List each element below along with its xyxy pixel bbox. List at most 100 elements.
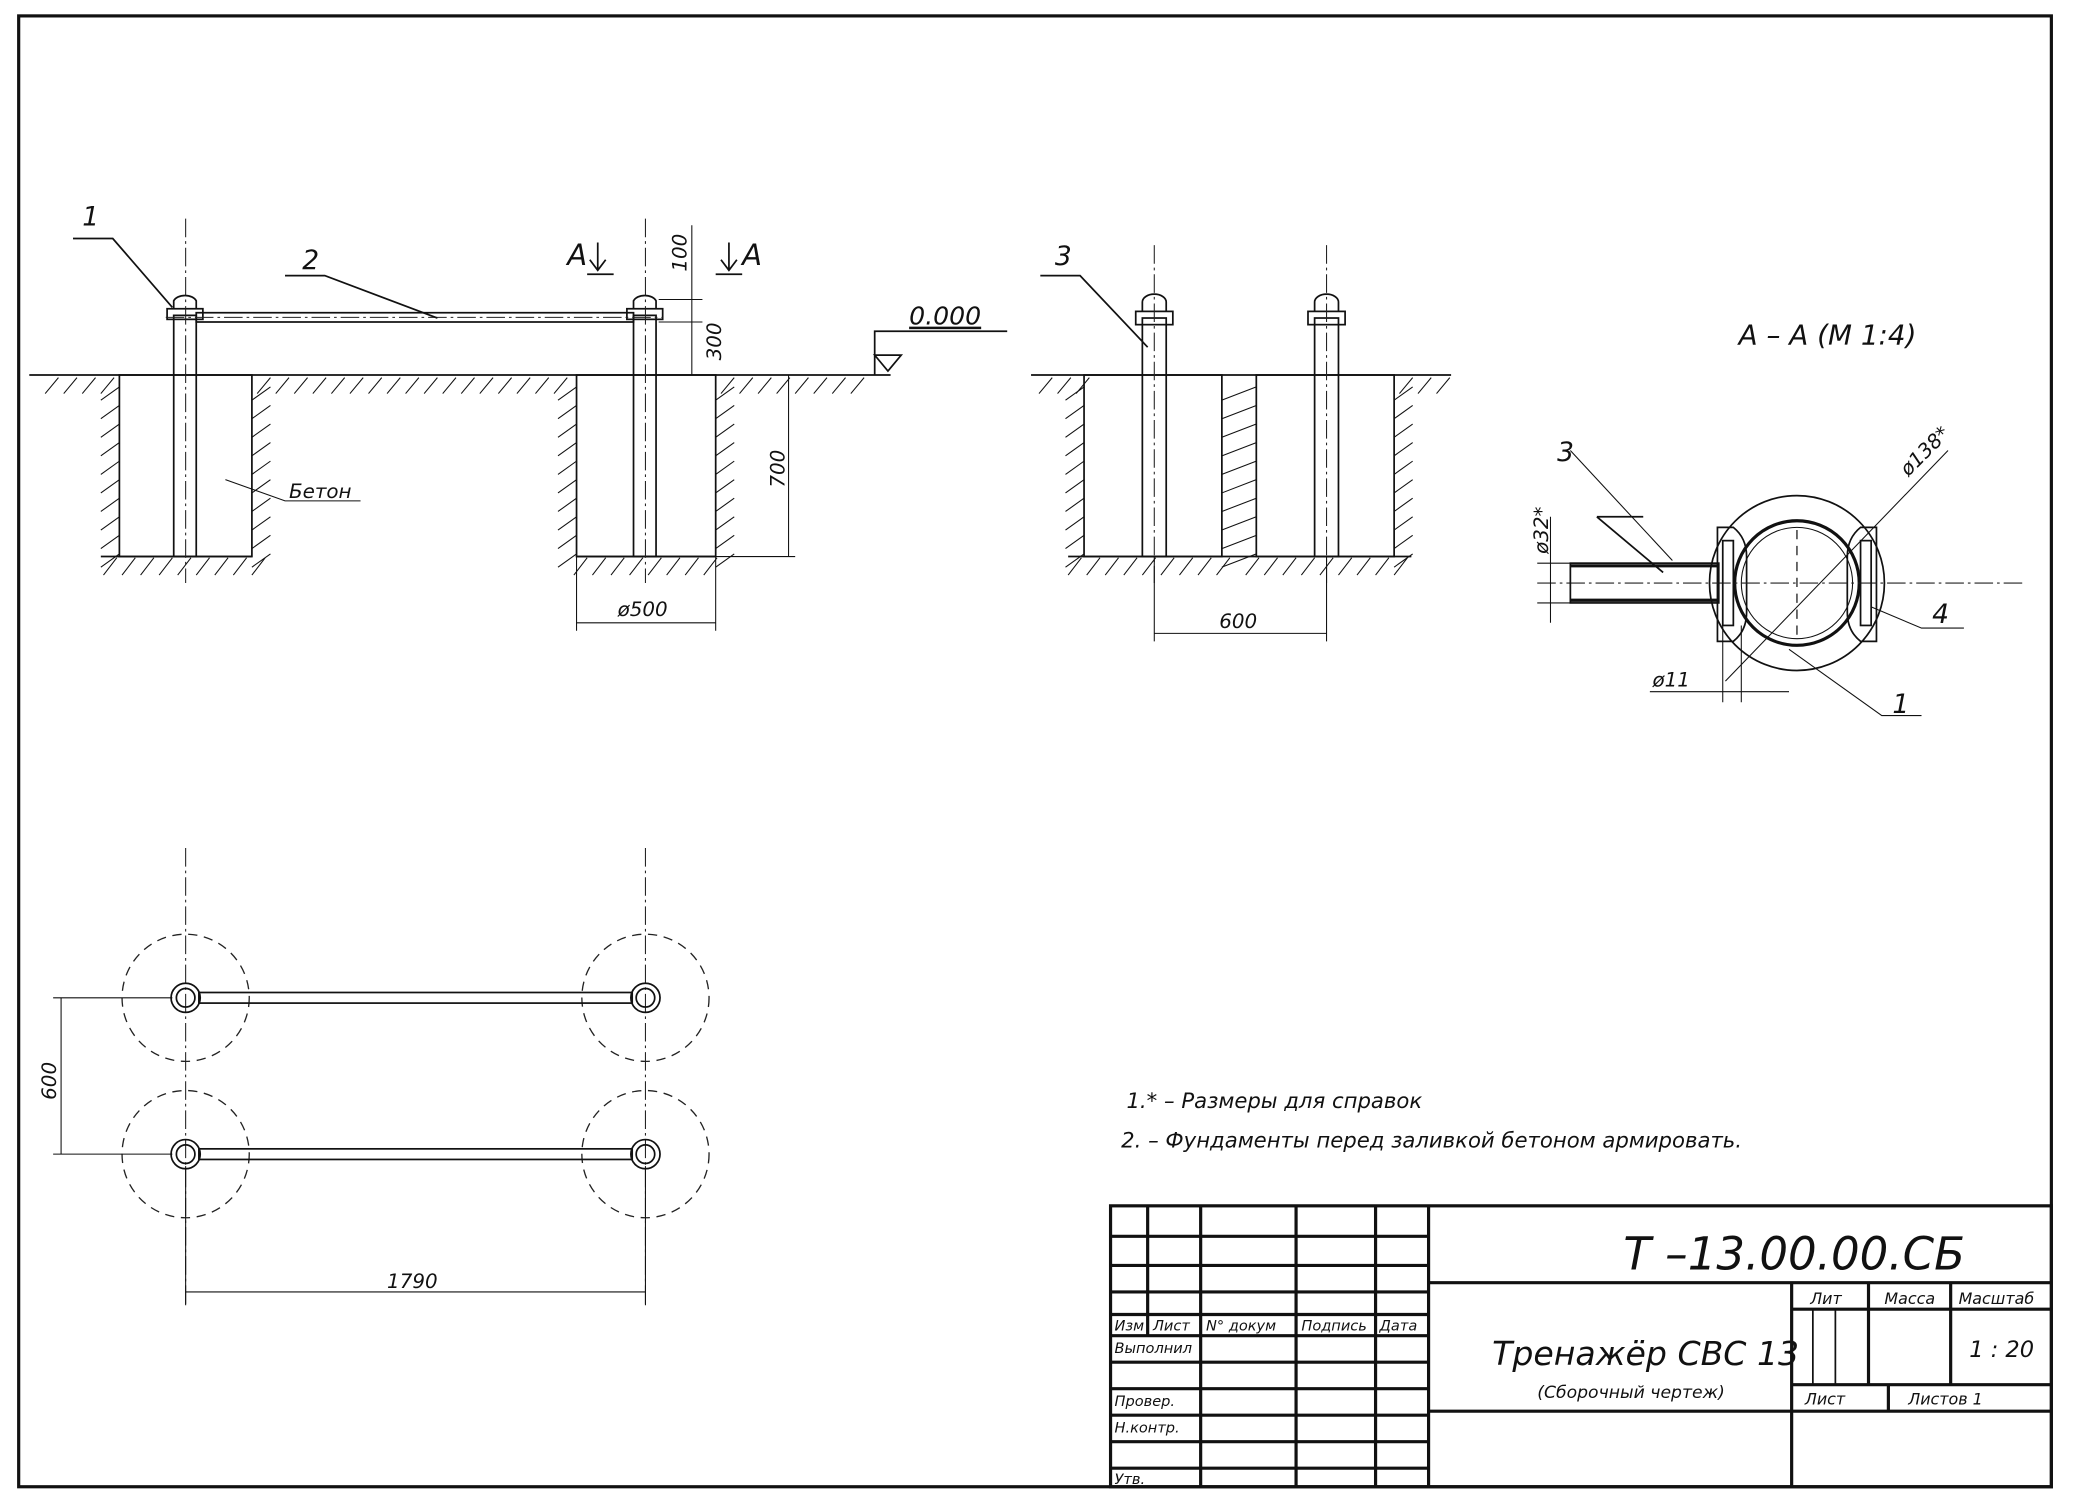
hatch-stroke xyxy=(1057,377,1072,394)
hatch-stroke xyxy=(1141,557,1157,576)
hatch-stroke xyxy=(592,557,607,576)
dimension-label: ø138* xyxy=(1895,422,1954,481)
hatch-stroke xyxy=(100,377,115,394)
column-header: Дата xyxy=(1379,1317,1418,1334)
column-header: N° докум xyxy=(1206,1317,1276,1334)
hatch-stroke xyxy=(1221,460,1257,475)
role-label: Выполнил xyxy=(1115,1340,1193,1357)
hatch-stroke xyxy=(684,557,699,576)
dimension-label: 600 xyxy=(38,1062,61,1100)
hatch-stroke xyxy=(1356,557,1371,576)
hatch-stroke xyxy=(479,377,494,394)
material-label: Бетон xyxy=(289,480,352,503)
hatch-stroke xyxy=(251,553,271,568)
hatch-stroke xyxy=(330,377,346,394)
hatch-stroke xyxy=(103,557,118,576)
hatch-stroke xyxy=(1216,557,1231,576)
hatch-stroke xyxy=(100,442,120,457)
hatch-stroke xyxy=(1179,557,1194,576)
hatch-stroke xyxy=(1065,423,1085,438)
hatch-stroke xyxy=(100,479,120,494)
section-mark: A xyxy=(565,238,587,272)
hatch-stroke xyxy=(557,553,577,568)
hatch-stroke xyxy=(1393,479,1413,494)
hatch-stroke xyxy=(720,377,735,394)
dimension-label: ø11 xyxy=(1652,668,1690,691)
level-mark: 0.000 xyxy=(909,302,981,331)
hatch-stroke xyxy=(573,557,588,576)
hatch-stroke xyxy=(1065,479,1085,494)
hatch-stroke xyxy=(1221,404,1257,420)
hatch-stroke xyxy=(1197,557,1212,576)
hatch-stroke xyxy=(516,377,531,394)
hatch-stroke xyxy=(1065,405,1085,420)
hatch-stroke xyxy=(1160,557,1175,576)
scale-label: Масштаб xyxy=(1959,1289,2035,1308)
hatch-stroke xyxy=(831,377,846,394)
hatch-stroke xyxy=(610,557,625,576)
hatch-stroke xyxy=(349,377,364,394)
note: 2. – Фундаменты перед заливкой бетоном а… xyxy=(1121,1128,1742,1153)
hatch-stroke xyxy=(794,377,809,394)
hatch-stroke xyxy=(251,497,271,512)
hatch-stroke xyxy=(1221,534,1257,550)
hatch-stroke xyxy=(850,377,865,394)
hatch-stroke xyxy=(553,377,568,394)
position-label: 2 xyxy=(302,245,319,276)
hatch-stroke xyxy=(177,557,192,576)
hatch-stroke xyxy=(647,557,662,576)
hatch-stroke xyxy=(715,497,735,512)
hatch-stroke xyxy=(1065,516,1085,531)
hatch-stroke xyxy=(1065,497,1085,512)
hatch-stroke xyxy=(251,386,271,401)
hatch-stroke xyxy=(535,377,550,394)
sheets-count: Листов 1 xyxy=(1907,1390,1983,1409)
post xyxy=(172,314,198,558)
hatch-stroke xyxy=(715,460,735,475)
mass-label: Масса xyxy=(1884,1289,1935,1308)
hatch-stroke xyxy=(1065,534,1085,550)
hatch-stroke xyxy=(293,377,308,394)
column-header: Изм xyxy=(1115,1317,1145,1334)
hatch-stroke xyxy=(757,377,772,394)
hatch-stroke xyxy=(214,557,229,576)
hatch-stroke xyxy=(1221,423,1257,438)
hatch-stroke xyxy=(44,377,59,394)
position-label: 1 xyxy=(1892,689,1909,720)
position-label: 1 xyxy=(82,201,99,232)
role-label: Н.контр. xyxy=(1115,1419,1180,1436)
hatch-stroke xyxy=(100,386,120,401)
hatch-stroke xyxy=(1393,497,1413,512)
hatch-stroke xyxy=(423,377,438,394)
front-view: 1 2 A A 100 300 0.000 700 ø500 Бетон xyxy=(29,201,1008,631)
hatch-stroke xyxy=(1245,557,1260,576)
hatch-stroke xyxy=(557,479,577,494)
hatch-stroke xyxy=(1065,460,1085,475)
hatch-stroke xyxy=(1067,557,1082,576)
hatch-stroke xyxy=(715,534,735,550)
hatch-stroke xyxy=(497,377,513,394)
note: 1.* – Размеры для справок xyxy=(1126,1088,1422,1113)
hatch-stroke xyxy=(703,557,718,576)
hatch-stroke xyxy=(1393,534,1413,550)
hatch-stroke xyxy=(251,516,271,531)
scale-value: 1 : 20 xyxy=(1969,1337,2034,1363)
side-view: 3 600 xyxy=(1031,241,1452,642)
hatch-stroke xyxy=(715,516,735,531)
dimension-label: ø500 xyxy=(617,598,668,621)
section-title: A – A (M 1:4) xyxy=(1737,319,1917,352)
column-header: Лист xyxy=(1152,1317,1190,1334)
hatch-stroke xyxy=(251,442,271,457)
hatch-stroke xyxy=(557,423,577,438)
hatch-stroke xyxy=(666,557,681,576)
hatch-stroke xyxy=(776,377,791,394)
hatch-stroke xyxy=(251,423,271,438)
hatch-stroke xyxy=(557,497,577,512)
hatch-stroke xyxy=(100,460,120,475)
role-label: Утв. xyxy=(1115,1471,1146,1488)
dimension-label: 100 xyxy=(669,234,692,272)
hatch-stroke xyxy=(251,405,271,420)
hatch-stroke xyxy=(629,557,644,576)
hatch-stroke xyxy=(1123,557,1138,576)
